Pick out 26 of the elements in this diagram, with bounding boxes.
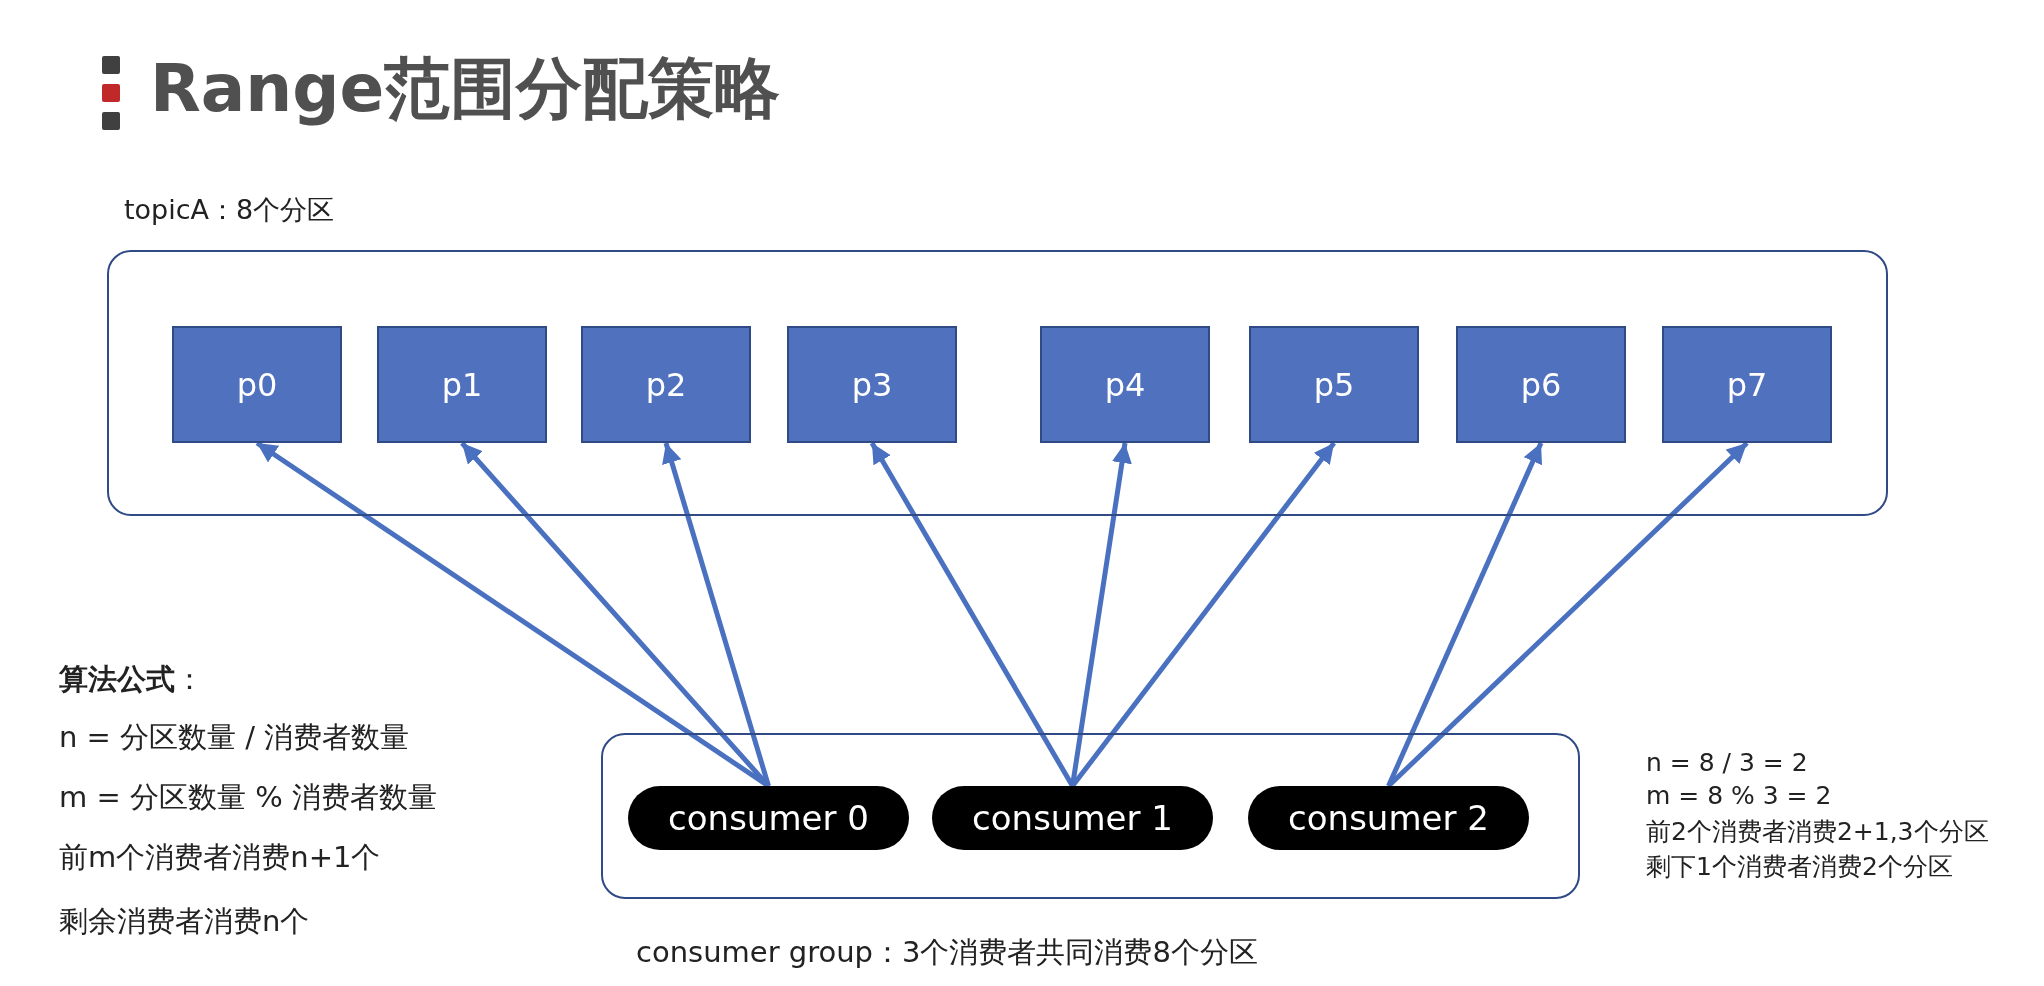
arrow [1386, 442, 1544, 787]
formula-line: 剩余消费者消费n个 [59, 903, 310, 940]
title: Range范围分配策略 [150, 49, 781, 129]
partition-box: p7 [1662, 326, 1832, 443]
note-line: m = 8 % 3 = 2 [1646, 781, 1832, 810]
formula-heading: 算法公式： [59, 661, 204, 698]
note-line: 剩下1个消费者消费2个分区 [1646, 851, 1953, 883]
partition-box: p6 [1456, 326, 1626, 443]
formula-line: n = 分区数量 / 消费者数量 [59, 719, 410, 756]
arrow [662, 442, 771, 787]
formula-line: m = 分区数量 % 消费者数量 [59, 779, 437, 816]
consumer-pill: consumer 0 [628, 786, 909, 850]
group-heading: topicA：8个分区 [124, 193, 335, 227]
partition-box: p2 [581, 326, 751, 443]
partition-box: p4 [1040, 326, 1210, 443]
partition-box: p0 [172, 326, 342, 443]
note-line: 前2个消费者消费2+1,3个分区 [1646, 816, 1989, 848]
note-line: n = 8 / 3 = 2 [1646, 748, 1808, 777]
group-caption: consumer group：3个消费者共同消费8个分区 [636, 934, 1258, 971]
partition-box: p3 [787, 326, 957, 443]
consumer-pill: consumer 2 [1248, 786, 1529, 850]
formula-line: 前m个消费者消费n+1个 [59, 839, 381, 876]
arrow [1386, 441, 1749, 788]
partition-box: p5 [1249, 326, 1419, 443]
consumer-pill: consumer 1 [932, 786, 1213, 850]
partition-box: p1 [377, 326, 547, 443]
